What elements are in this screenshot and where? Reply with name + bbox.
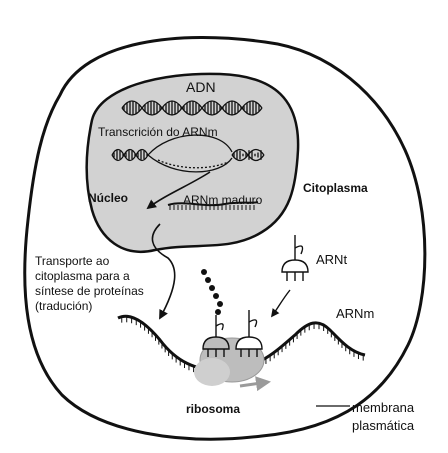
transcription-bubble xyxy=(111,134,265,173)
trna-label: ARNt xyxy=(316,252,347,267)
mature-mrna-ticks xyxy=(169,205,255,210)
nucleus-label: Núcleo xyxy=(88,191,128,205)
transport-label-line-4: (tradución) xyxy=(35,299,92,313)
membrane-label-line-2: plasmática xyxy=(352,418,415,433)
trna-arrow xyxy=(270,289,291,318)
trna-free xyxy=(281,235,309,281)
polypeptide-chain xyxy=(201,269,223,315)
dna-helix xyxy=(121,100,263,116)
transport-arrow xyxy=(151,223,176,320)
transcription-label: Transcrición do ARNm xyxy=(98,125,218,139)
trna-on-ribosome-1 xyxy=(202,315,230,357)
dna-label: ADN xyxy=(186,79,216,95)
transport-label-line-1: Transporte ao xyxy=(35,254,110,268)
trna-on-ribosome-2 xyxy=(235,310,263,357)
transport-label-line-2: citoplasma para a xyxy=(35,269,130,283)
membrane-label-line-1: membrana xyxy=(352,400,415,415)
mature-mrna-strand xyxy=(167,201,259,207)
cytoplasm-label: Citoplasma xyxy=(303,181,368,195)
mrna-label: ARNm xyxy=(336,306,374,321)
ribosome-label: ribosoma xyxy=(186,402,240,416)
mature-mrna-label: ARNm maduro xyxy=(183,193,263,207)
transport-label-line-3: síntese de proteínas xyxy=(35,284,144,298)
nucleus xyxy=(85,72,300,253)
arrow-to-mature-mrna xyxy=(146,171,211,210)
